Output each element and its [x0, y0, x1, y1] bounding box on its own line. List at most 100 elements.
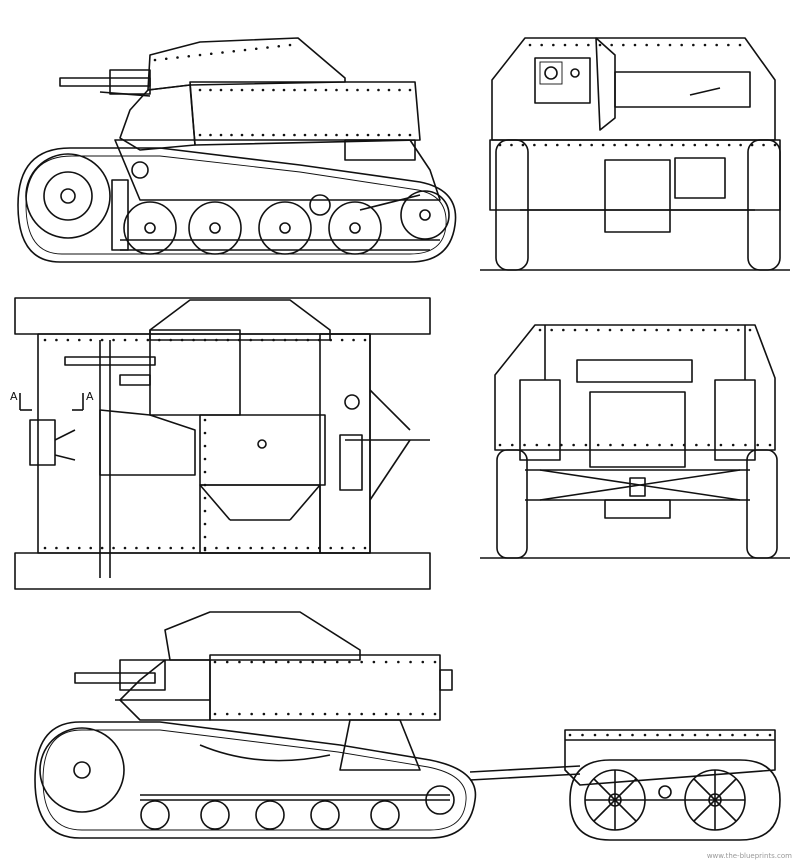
rivet	[203, 457, 207, 461]
rivet	[213, 660, 217, 664]
rivet	[262, 660, 266, 664]
rivet	[89, 338, 93, 342]
rivet	[225, 660, 229, 664]
rivet	[203, 431, 207, 435]
rivet	[563, 43, 567, 47]
rivet	[215, 546, 218, 550]
road-wheels	[123, 161, 450, 255]
rivet	[249, 546, 253, 550]
rivet	[658, 443, 661, 447]
rivet	[533, 143, 536, 147]
rivet	[203, 548, 207, 552]
rivet	[157, 338, 161, 342]
rivet	[409, 712, 412, 716]
trailer-track	[569, 759, 781, 841]
rivet	[659, 143, 662, 147]
rivet	[636, 143, 639, 147]
front-access-panel	[604, 159, 671, 233]
rivet	[352, 338, 355, 342]
rivet	[377, 133, 380, 137]
side-view	[17, 37, 457, 263]
rivet	[272, 88, 275, 92]
gun-mantlet	[109, 69, 151, 95]
rivet	[363, 338, 367, 342]
rivet	[66, 546, 70, 550]
rivet	[678, 328, 682, 332]
rivet	[645, 43, 648, 47]
rivet	[260, 546, 264, 550]
rivet	[157, 546, 161, 550]
rivet	[596, 443, 600, 447]
rivet	[387, 133, 391, 137]
rivet	[251, 133, 254, 137]
rivet	[230, 88, 233, 92]
rivet	[203, 444, 207, 448]
lower-turret	[164, 611, 361, 661]
rivet	[521, 143, 525, 147]
right-track-rear	[746, 449, 778, 559]
rivet	[169, 338, 173, 342]
rivet	[706, 733, 709, 737]
rear-upper-hull	[494, 324, 776, 451]
rivet	[335, 88, 338, 92]
rivet	[670, 143, 674, 147]
side-view-with-trailer	[34, 611, 781, 841]
rivet	[567, 143, 571, 147]
rivet	[287, 660, 290, 664]
rivet	[585, 328, 588, 332]
rivet	[587, 43, 590, 47]
rivet	[356, 88, 359, 92]
rivet	[433, 660, 437, 664]
rivet	[254, 47, 258, 51]
rivet	[198, 88, 202, 92]
rivet	[43, 546, 47, 550]
track-outer	[17, 147, 457, 263]
rivet	[544, 143, 548, 147]
rivet	[230, 133, 233, 137]
rivet	[608, 328, 612, 332]
rivet	[335, 712, 339, 716]
rivet	[192, 546, 195, 550]
rivet	[682, 143, 685, 147]
rivet	[656, 733, 659, 737]
rivet	[123, 546, 127, 550]
rivet	[703, 43, 707, 47]
svg-text:A: A	[10, 390, 18, 403]
rivet	[77, 546, 81, 550]
rivet	[287, 712, 290, 716]
rivet	[680, 43, 683, 47]
rivet	[692, 43, 695, 47]
rivet	[303, 88, 307, 92]
rivet	[277, 44, 281, 48]
rivet	[578, 143, 582, 147]
rivet	[323, 712, 327, 716]
rivet	[573, 328, 577, 332]
rivet	[598, 43, 602, 47]
lower-gun	[74, 672, 156, 684]
rivet	[618, 733, 622, 737]
top-view: A A	[10, 297, 431, 590]
rivet	[153, 58, 157, 62]
rivet	[624, 143, 628, 147]
rivet	[550, 328, 553, 332]
rivet	[540, 43, 543, 47]
rivet	[232, 49, 236, 53]
rivet	[668, 43, 672, 47]
rivet	[100, 546, 104, 550]
rivet	[762, 143, 765, 147]
rivet	[324, 88, 328, 92]
rivet	[203, 338, 207, 342]
top-gun	[64, 356, 156, 366]
rivet	[282, 133, 286, 137]
rivet	[523, 443, 526, 447]
rivet	[377, 88, 380, 92]
rivet	[243, 48, 247, 52]
rivet	[528, 43, 532, 47]
rivet	[633, 443, 637, 447]
rivet	[340, 338, 344, 342]
rivet	[620, 328, 623, 332]
trailer-wheel-front	[584, 769, 646, 831]
rivet	[295, 546, 298, 550]
rivet	[180, 546, 184, 550]
rivet	[670, 443, 674, 447]
